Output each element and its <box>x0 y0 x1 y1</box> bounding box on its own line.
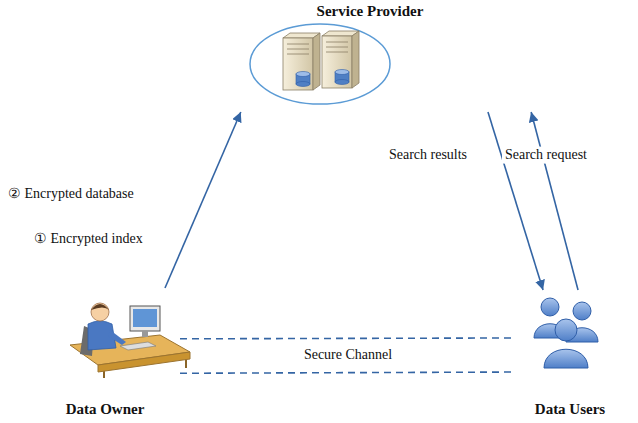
connector-line <box>531 112 578 290</box>
connector-line <box>180 372 515 373</box>
arrow-label: ① Encrypted index <box>34 231 143 248</box>
users-icon <box>534 298 598 368</box>
edge-label: Search results <box>386 147 470 164</box>
provider-ellipse <box>250 24 390 104</box>
node-label: Service Provider <box>317 2 424 20</box>
edge-label: Secure Channel <box>301 347 395 364</box>
provider-node: Service Provider <box>200 0 540 112</box>
arrow-connector <box>165 112 241 288</box>
connector-line <box>488 112 543 290</box>
edge-label: Search request <box>502 147 590 164</box>
connector-line <box>180 337 515 339</box>
node-label: Data Owner <box>66 400 145 418</box>
node-label: Data Users <box>535 400 605 418</box>
users-node: Data Users <box>515 290 625 420</box>
owner-node: Data Owner <box>30 288 180 420</box>
dashed-channel <box>180 338 515 373</box>
owner-icon <box>70 303 190 378</box>
connector-line <box>165 112 241 288</box>
arrow-connector <box>488 112 543 290</box>
server-icon <box>283 31 359 90</box>
arrow-label: ② Encrypted database <box>8 186 134 203</box>
arrow-connector <box>531 112 578 290</box>
